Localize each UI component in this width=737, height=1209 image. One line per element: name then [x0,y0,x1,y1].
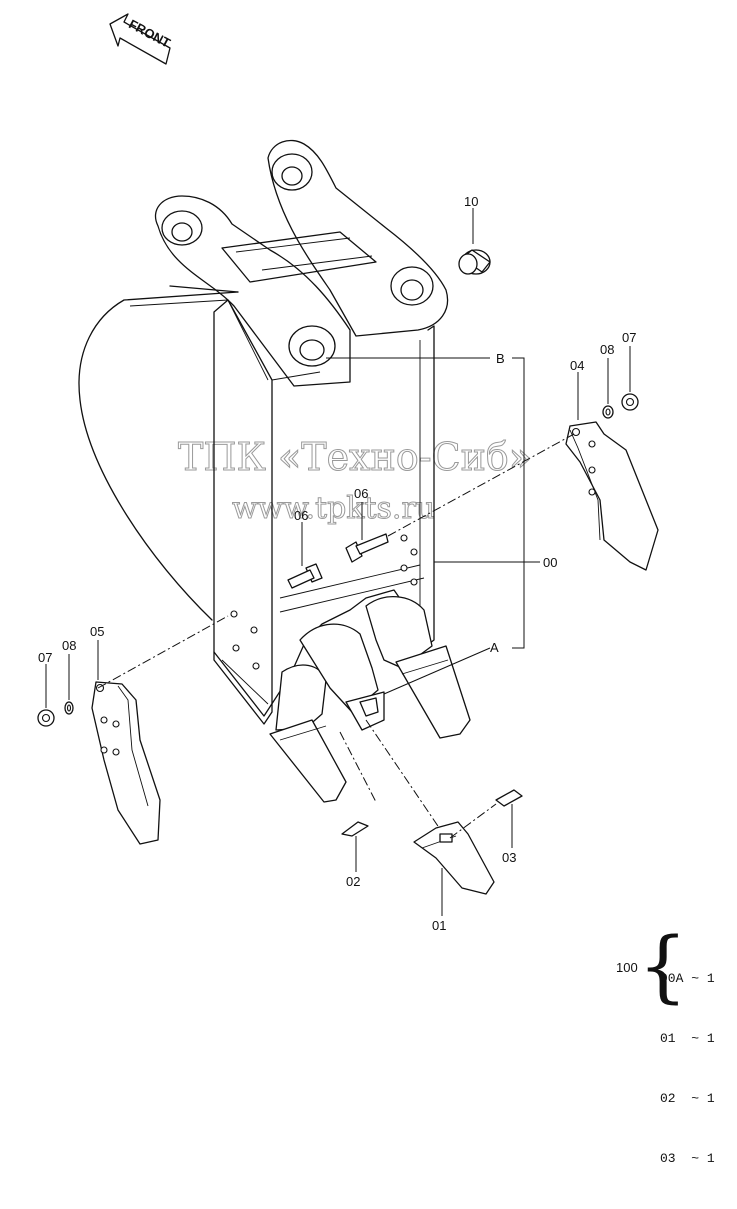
kit-item: 02 ~ 1 [660,1089,715,1109]
bolt-part-06-left [287,522,323,589]
left-fasteners [37,640,99,727]
kit-item-part: 00A [660,971,684,986]
bolt-axis-line-upper [387,433,575,537]
pin-retainer-part-02 [341,821,369,872]
kit-composition: 100 { 00A ~ 1 01 ~ 1 02 ~ 1 03 ~ 1 [616,922,731,1166]
kit-item: 00A ~ 1 [660,969,715,989]
callout-ref-b: B [496,351,505,366]
watermark-url: www.tpkts.ru [232,491,435,526]
callout-part-07-left: 07 [38,650,52,665]
callout-part-06-upper: 06 [354,486,368,501]
kit-item-part: 03 [660,1151,676,1166]
callout-part-06-left: 06 [294,508,308,523]
callout-part-02: 02 [346,874,360,889]
tooth-axis-line [365,719,443,833]
kit-item: 01 ~ 1 [660,1029,715,1049]
watermark: ТПК «Техно-Сиб» www.tpkts.ru [178,435,533,527]
kit-item: 03 ~ 1 [660,1149,715,1169]
callout-part-04: 04 [570,358,584,373]
bucket-exploded-diagram: FRONT ТПК «Техно-Сиб» www.tpkts.ru [37,13,659,933]
kit-assembly-number: 100 [616,960,638,975]
watermark-company: ТПК «Техно-Сиб» [178,435,532,479]
kit-item-part: 02 [660,1091,676,1106]
kit-item-part: 01 [660,1031,676,1046]
callout-part-07-right: 07 [622,330,636,345]
callout-part-05: 05 [90,624,104,639]
teeth-group [269,595,471,803]
pin-axis-line [339,731,377,803]
side-cutter-part-05 [91,681,161,845]
side-cutter-part-04 [565,421,659,571]
front-direction-arrow: FRONT [109,13,173,65]
kit-item-list: 00A ~ 1 01 ~ 1 02 ~ 1 03 ~ 1 [660,929,715,1209]
callout-part-08-right: 08 [600,342,614,357]
reference-leaders [326,357,540,695]
callout-ref-a: A [490,640,499,655]
kit-item-qty: ~ 1 [691,1151,715,1166]
tooth-part-01 [413,821,495,916]
right-fasteners [577,346,639,420]
callout-part-10: 10 [464,194,478,209]
bushing-part-10 [458,208,491,275]
bucket-bracket [154,139,449,387]
bolt-axis-line [97,615,229,689]
callout-part-01: 01 [432,918,446,933]
kit-item-qty: ~ 1 [691,1091,715,1106]
lock-pin-part-03 [449,789,523,848]
kit-item-qty: ~ 1 [691,1031,715,1046]
callout-part-00: 00 [543,555,557,570]
kit-brace: { [638,922,688,1012]
callout-part-08-left: 08 [62,638,76,653]
bolt-part-06-upper [345,502,389,563]
callout-part-03: 03 [502,850,516,865]
kit-item-qty: ~ 1 [691,971,715,986]
